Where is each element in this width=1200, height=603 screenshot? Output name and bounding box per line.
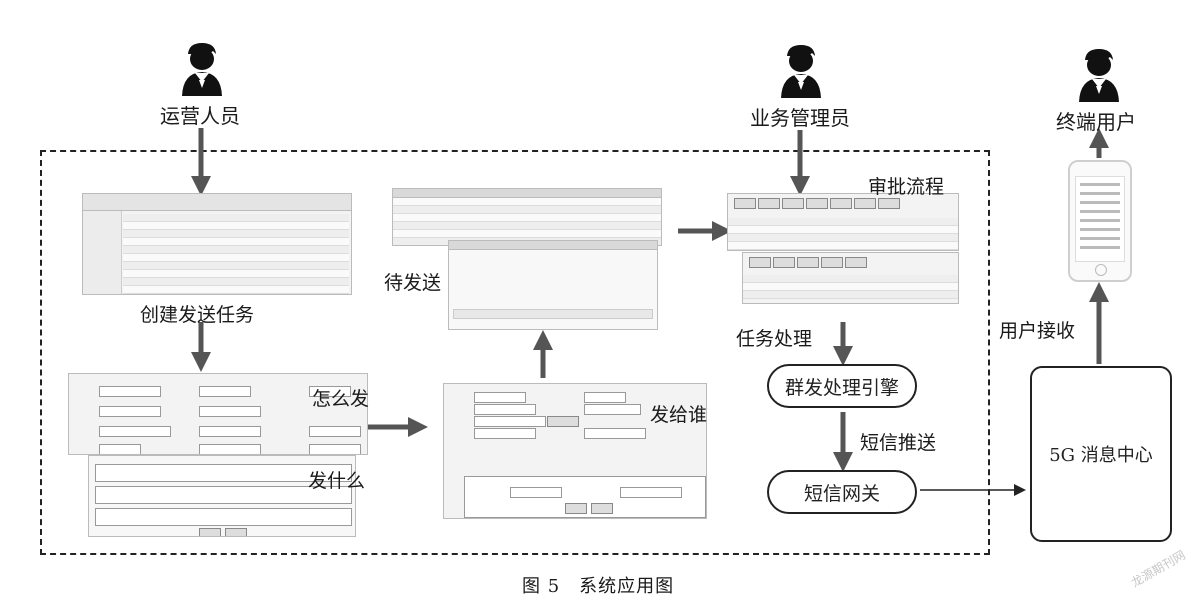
sms-gateway-node: 短信网关 xyxy=(767,470,917,514)
business-admin-label: 业务管理员 xyxy=(750,106,850,130)
create-task-label: 创建发送任务 xyxy=(140,304,255,326)
business-admin-person-icon xyxy=(781,45,821,98)
phone-screen xyxy=(1075,176,1125,262)
mass-send-engine-text: 群发处理引擎 xyxy=(784,376,899,399)
sms-push-label: 短信推送 xyxy=(860,432,937,454)
mass-send-engine-node: 群发处理引擎 xyxy=(767,364,917,408)
system-boundary xyxy=(40,150,990,555)
figure-caption: 图 5 系统应用图 xyxy=(522,576,675,597)
send-form-screenshot xyxy=(443,383,707,519)
how-to-send-label: 怎么发 xyxy=(312,388,370,410)
sms-gateway-text: 短信网关 xyxy=(803,482,880,505)
user-receive-label: 用户接收 xyxy=(999,320,1076,342)
end-user-person-icon xyxy=(1079,49,1119,102)
end-user-label: 终端用户 xyxy=(1056,110,1136,134)
send-to-whom-label: 发给谁 xyxy=(650,404,708,426)
smartphone-icon xyxy=(1068,160,1132,282)
task-processing-label: 任务处理 xyxy=(736,328,813,350)
5g-message-center-node: 5G 消息中心 xyxy=(1030,366,1172,542)
task-form-screenshot xyxy=(68,373,368,455)
task-list-screenshot xyxy=(82,193,352,295)
approval-list-screenshot xyxy=(727,193,959,251)
operator-label: 运营人员 xyxy=(160,104,240,128)
message-content-screenshot xyxy=(88,455,356,537)
phone-home-button xyxy=(1095,264,1107,276)
operator-person-icon xyxy=(182,43,222,96)
pending-detail-screenshot xyxy=(448,240,658,330)
pending-list-screenshot xyxy=(392,188,662,246)
approval-label: 审批流程 xyxy=(868,176,945,198)
5g-message-center-text: 5G 消息中心 xyxy=(1049,445,1153,466)
pending-label: 待发送 xyxy=(384,272,442,294)
what-to-send-label: 发什么 xyxy=(308,470,366,492)
approval-detail-screenshot xyxy=(742,252,959,304)
